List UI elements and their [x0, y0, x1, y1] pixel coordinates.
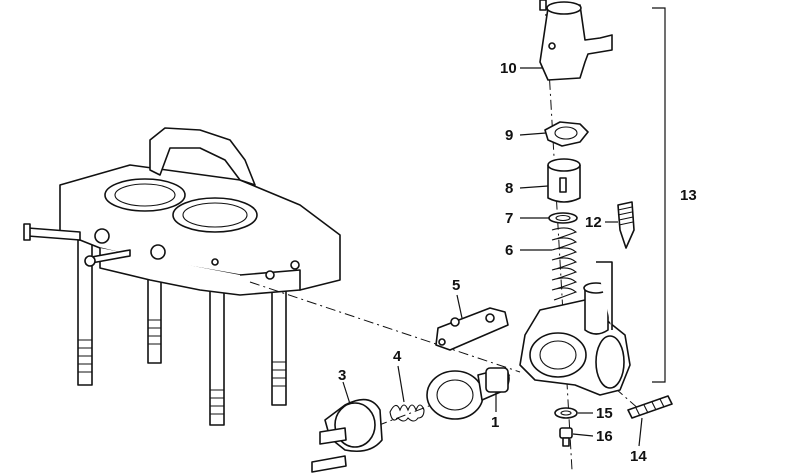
part-16-screw: [559, 427, 573, 447]
callout-8: 8: [505, 180, 513, 197]
callout-9: 9: [505, 127, 513, 144]
callout-7: 7: [505, 210, 513, 227]
callout-labels: 10 9 8 7 6 12 13 5 4 3 1 15 16 14: [338, 60, 697, 465]
callout-leaders: [342, 67, 643, 447]
part-4-spring: [389, 404, 425, 422]
callout-15: 15: [596, 405, 613, 422]
part-8-sleeve: [547, 158, 581, 203]
part-15-washer: [554, 407, 578, 419]
part-9-gasket: [544, 121, 589, 147]
part-14-screw: [627, 395, 673, 419]
part-3-vacuum-capsule: [311, 398, 383, 473]
callout-12: 12: [585, 214, 602, 231]
part-12-needle-screw: [617, 201, 635, 249]
part-1-diaphragm-cover: [426, 367, 510, 420]
part-13-bracket: [652, 7, 666, 383]
part-10-fitting: [539, 0, 613, 81]
part-5-flange-gasket: [435, 307, 509, 351]
part-6-spring: [551, 227, 578, 301]
callout-16: 16: [596, 428, 613, 445]
choke-housing: [519, 261, 631, 396]
callout-10: 10: [500, 60, 517, 77]
callout-14: 14: [630, 448, 647, 465]
callout-5: 5: [452, 277, 460, 294]
callout-13: 13: [680, 187, 697, 204]
callout-6: 6: [505, 242, 513, 259]
carburetor-body: [23, 127, 341, 426]
part-7-washer: [548, 212, 578, 224]
callout-1: 1: [491, 414, 499, 431]
mounting-studs: [77, 239, 287, 426]
callout-4: 4: [393, 348, 402, 365]
callout-3: 3: [338, 367, 346, 384]
